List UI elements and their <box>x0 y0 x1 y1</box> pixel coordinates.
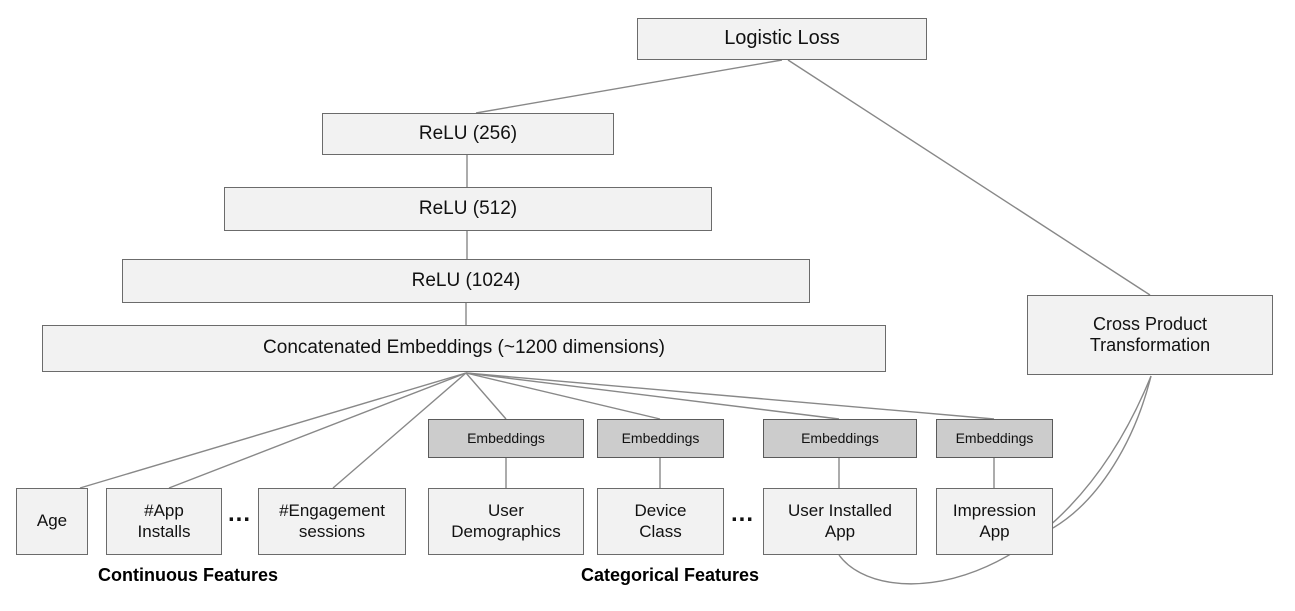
edge-loss-to-relu256 <box>475 59 783 114</box>
edge-concat-to-emb-3 <box>465 372 840 420</box>
node-continuous-feature-1[interactable]: Age <box>16 488 88 555</box>
node-categorical-feature-2-line2: Class <box>639 521 682 541</box>
edge-concat-to-emb-1 <box>465 372 507 420</box>
edge-loss-to-cross-product <box>787 59 1151 296</box>
node-categorical-feature-1-line2: Demographics <box>451 521 561 541</box>
node-continuous-feature-1-text: Age <box>37 511 67 531</box>
node-continuous-feature-1-line1: Age <box>36 511 68 531</box>
node-categorical-feature-1-line1: User <box>488 501 524 521</box>
node-categorical-feature-4-line1: Impression <box>952 501 1037 521</box>
node-categorical-feature-3-line2: App <box>824 521 856 541</box>
node-embeddings-4[interactable]: Embeddings <box>936 419 1053 458</box>
node-logistic-loss-label: Logistic Loss <box>724 27 840 50</box>
node-cross-product-transformation[interactable]: Cross Product Transformation <box>1027 295 1273 375</box>
node-categorical-feature-2-line1: Device <box>634 501 687 521</box>
node-embeddings-3[interactable]: Embeddings <box>763 419 917 458</box>
edge-concat-to-emb-2 <box>465 372 661 420</box>
node-continuous-feature-3-line1: #Engagement <box>279 501 385 521</box>
node-cross-product-line2: Transformation <box>1089 335 1211 355</box>
node-embeddings-2[interactable]: Embeddings <box>597 419 724 458</box>
node-embeddings-2-label: Embeddings <box>621 430 700 447</box>
node-relu-1024-label: ReLU (1024) <box>411 269 521 291</box>
edge-concat-to-age <box>79 372 467 489</box>
node-relu-512-label: ReLU (512) <box>418 197 518 219</box>
ellipsis-2: ... <box>731 500 755 527</box>
node-concatenated-embeddings[interactable]: Concatenated Embeddings (~1200 dimension… <box>42 325 886 372</box>
edge-concat-to-app-installs <box>168 372 467 489</box>
group-label-2: Categorical Features <box>581 565 760 585</box>
node-concatenated-embeddings-label: Concatenated Embeddings (~1200 dimension… <box>263 337 665 359</box>
node-relu-512[interactable]: ReLU (512) <box>224 187 712 231</box>
node-categorical-feature-4-line2: App <box>979 521 1010 541</box>
node-relu-256[interactable]: ReLU (256) <box>322 113 614 155</box>
node-logistic-loss[interactable]: Logistic Loss <box>637 18 927 60</box>
node-cross-product-text: Cross Product Transformation <box>1090 314 1210 356</box>
node-embeddings-3-label: Embeddings <box>801 430 879 447</box>
edge-concat-to-emb-4 <box>465 372 995 420</box>
node-relu-1024[interactable]: ReLU (1024) <box>122 259 810 303</box>
node-embeddings-1-label: Embeddings <box>467 430 545 447</box>
node-continuous-feature-2-line1: #App <box>144 501 184 521</box>
node-embeddings-1[interactable]: Embeddings <box>428 419 584 458</box>
edge-impression-app-to-cross-product <box>1052 375 1152 529</box>
node-cross-product-line1: Cross Product <box>1092 313 1208 334</box>
ellipsis-1: ... <box>228 500 252 527</box>
node-continuous-feature-2-line2: Installs <box>137 521 191 541</box>
node-relu-256-label: ReLU (256) <box>418 122 518 144</box>
node-categorical-feature-3-line1: User Installed <box>788 501 892 521</box>
node-continuous-feature-3-line2: sessions <box>298 521 366 541</box>
group-label-1: Continuous Features <box>98 565 279 585</box>
node-embeddings-4-label: Embeddings <box>955 430 1034 447</box>
